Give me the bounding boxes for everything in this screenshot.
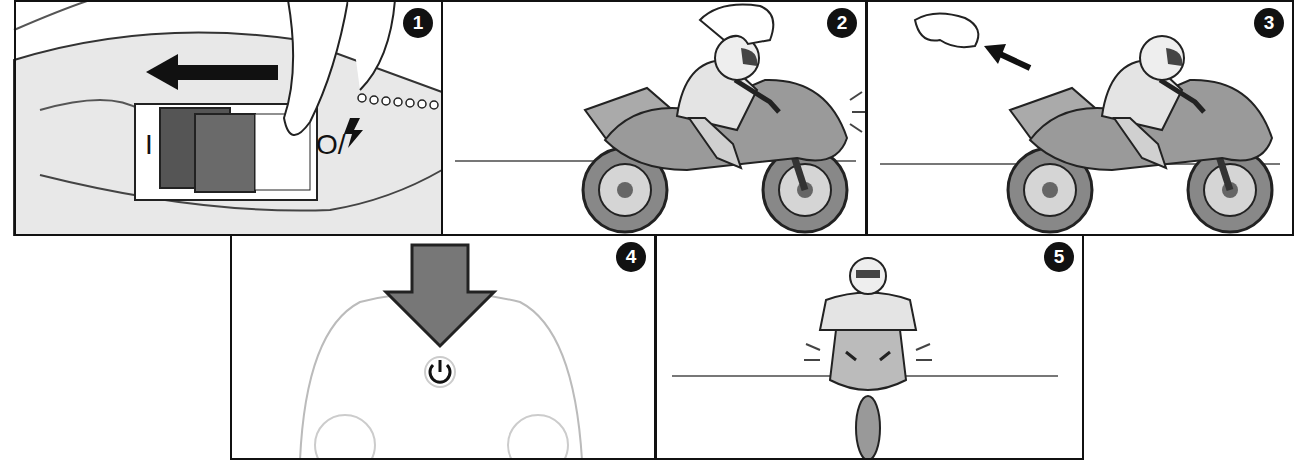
step-panel: 5 (655, 234, 1084, 460)
step-panel: 1 (14, 0, 443, 236)
step-panel: 4 (230, 234, 656, 460)
callout-number: 3 (1254, 8, 1284, 38)
callout-number: 2 (827, 8, 857, 38)
callout-number: 5 (1044, 242, 1074, 272)
callout-number: 1 (403, 8, 433, 38)
switch-label: I (145, 131, 153, 159)
step-panel: 3 (866, 0, 1294, 236)
step-panel: 2 (441, 0, 867, 236)
callout-number: 4 (616, 242, 646, 272)
switch-label: O/ (316, 131, 346, 159)
